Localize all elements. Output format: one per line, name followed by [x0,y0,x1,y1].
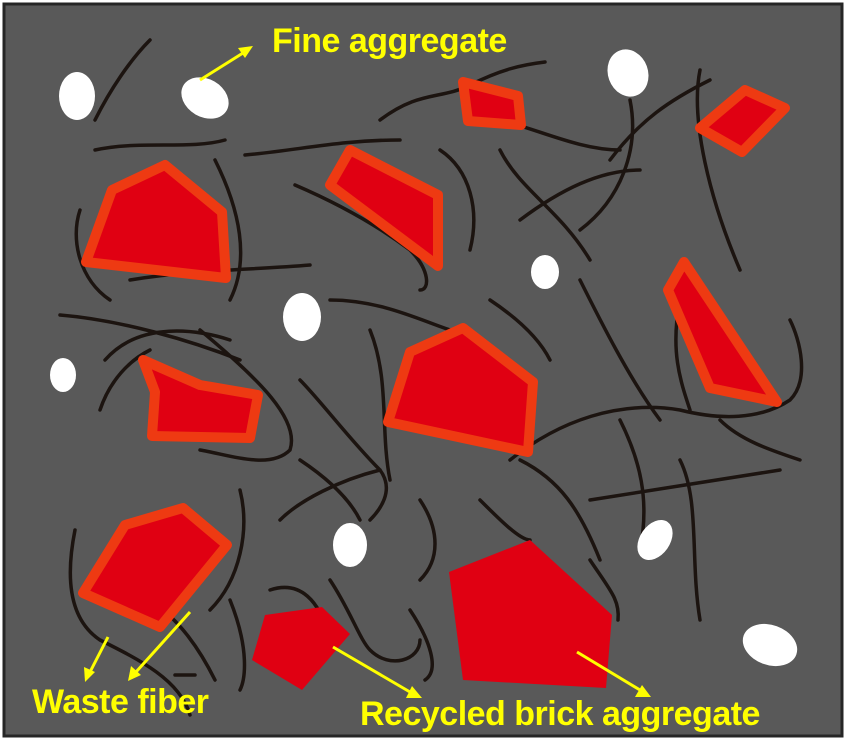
fiber [278,468,382,522]
brick-aggregate [325,145,443,271]
fiber [518,458,602,562]
fiber [678,458,702,622]
arrow-waste-fiber-1 [88,636,110,673]
fine-aggregate [637,520,673,560]
fiber [488,298,552,362]
fiber [228,598,247,692]
fine-aggregate [181,77,229,119]
fiber [408,608,434,682]
fine-aggregate [333,523,367,567]
fiber [74,208,112,302]
fibers [58,38,804,717]
waste-fiber-label: Waste fiber [32,683,209,721]
fiber [478,498,532,542]
fine-aggregate [283,293,321,341]
fiber [198,328,294,462]
fine-aggregates [50,49,798,667]
fiber [438,148,476,252]
fine-aggregate [531,255,559,289]
fiber [588,558,620,622]
fiber [298,458,362,522]
fiber [718,418,802,462]
fine-aggregate [742,623,798,667]
fine-aggregate-label: Fine aggregate [272,22,507,60]
fine-aggregate [59,72,95,120]
brick-aggregate [458,77,526,130]
fine-aggregate [607,49,649,97]
fiber [518,168,642,222]
fiber [93,38,152,122]
fiber [508,318,804,462]
fiber [368,328,392,482]
brick-aggregate [449,540,612,688]
arrow-brick-2 [576,650,641,692]
arrowhead-icon [635,685,651,697]
brick-aggregate [383,323,538,457]
fiber [98,348,152,412]
arrow-waste-fiber-2 [134,610,192,674]
fiber [213,158,243,302]
brick-aggregate [138,355,263,443]
recycled-brick-aggregate-label: Recycled brick aggregate [360,695,760,733]
fiber [498,148,592,262]
brick-aggregate [663,257,782,407]
fiber [328,578,422,663]
arrowhead-icon [84,667,95,682]
fine-aggregate [50,358,76,392]
fiber [418,498,437,582]
fiber [695,68,742,272]
brick-aggregate [81,160,231,283]
fiber [68,528,192,717]
fiber [103,329,232,362]
recycled-brick-aggregates [78,77,790,690]
fiber [208,488,246,612]
arrow-fine-aggregate [199,51,244,82]
brick-aggregate [78,503,232,632]
fiber [243,138,402,157]
fiber [328,298,452,332]
arrow-brick-1 [332,645,411,694]
brick-aggregate [252,607,350,690]
annotation-arrows [84,46,651,698]
arrowhead-icon [238,46,253,58]
arrowhead-icon [128,666,141,681]
fiber [93,138,227,152]
arrowhead-icon [406,686,422,698]
fiber [588,468,782,502]
brick-aggregate [695,85,790,157]
fiber [578,278,662,422]
